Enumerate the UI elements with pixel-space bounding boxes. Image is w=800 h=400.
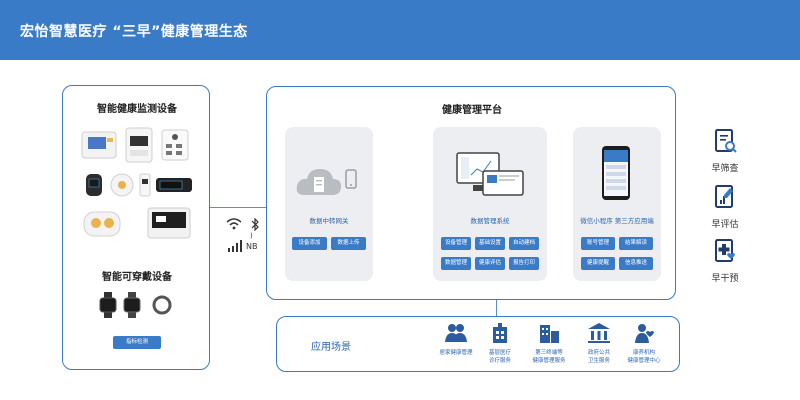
side-label-assessment: 早评估 bbox=[711, 220, 739, 230]
scene-third-label1: 第三终端等 bbox=[535, 350, 563, 356]
phone-icon bbox=[345, 169, 357, 189]
smartphone-app-icon bbox=[602, 146, 630, 200]
auto-archive-button[interactable]: 自动建档 bbox=[509, 237, 539, 250]
report-print-button[interactable]: 报告打印 bbox=[509, 257, 539, 270]
buildings-icon bbox=[540, 325, 559, 343]
bluetooth-icon bbox=[251, 218, 259, 231]
result-interpret-button[interactable]: 结果解读 bbox=[619, 237, 653, 250]
side-item-early-intervention: 早干预 bbox=[700, 238, 750, 284]
upload-data-button[interactable]: 数据上传 bbox=[331, 237, 366, 250]
signal-icon bbox=[228, 240, 242, 252]
mini-program-title: 微信小程序 第三方应用端 bbox=[580, 217, 654, 225]
scene-gov-label2: 卫生服务 bbox=[587, 358, 610, 364]
scene-government: 政府公共卫生服务 bbox=[564, 323, 634, 365]
cloud-server-icon bbox=[296, 169, 342, 195]
scene-gov-label1: 政府公共 bbox=[587, 350, 610, 356]
scene-home-label: 居家健康管理 bbox=[439, 350, 473, 356]
scenes-panel: 应用场景 居家健康管理 基层医疗诊疗服务 第三终端等健康管理服务 bbox=[276, 316, 680, 372]
assessment-doc-icon bbox=[715, 185, 733, 208]
scene-third-terminal: 第三终端等健康管理服务 bbox=[514, 323, 584, 365]
scene-clinic: 基层医疗诊疗服务 bbox=[465, 323, 535, 365]
scenes-title: 应用场景 bbox=[311, 342, 351, 353]
connector-devices-platform bbox=[210, 207, 266, 208]
scene-clinic-label2: 诊疗服务 bbox=[488, 358, 511, 364]
connectivity-icons: NB ) bbox=[226, 218, 264, 258]
scene-elderly-label2: 健康管理中心 bbox=[627, 358, 661, 364]
mini-program-card: 微信小程序 第三方应用端 账号管理 结果解读 健康提醒 信息推送 bbox=[573, 127, 661, 281]
detect-button[interactable]: 指标检测 bbox=[113, 336, 161, 349]
side-label-intervention: 早干预 bbox=[711, 274, 739, 284]
add-device-button[interactable]: 设备添加 bbox=[292, 237, 327, 250]
nb-label: NB bbox=[246, 242, 258, 251]
scene-elderly-care: 康养机构健康管理中心 bbox=[609, 323, 679, 365]
gateway-title: 数据中转网关 bbox=[309, 217, 349, 225]
intervention-doc-icon bbox=[715, 239, 735, 262]
nb-signal-icon: ) bbox=[250, 232, 253, 240]
wearable-devices-illustration bbox=[99, 292, 172, 318]
side-label-screening: 早筛查 bbox=[711, 164, 739, 174]
platform-panel: 健康管理平台 数据中转网关 设备添加 数据上传 数据管理系统 设备管理 bbox=[266, 86, 676, 300]
account-mgmt-button[interactable]: 账号管理 bbox=[581, 237, 615, 250]
connector-platform-scenes bbox=[496, 300, 497, 316]
screening-doc-icon bbox=[715, 129, 737, 153]
government-building-icon bbox=[588, 323, 610, 343]
wearable-devices-title: 智能可穿戴设备 bbox=[102, 272, 172, 283]
header-bar: 宏怡智慧医疗 “三早”健康管理生态 bbox=[0, 0, 800, 60]
system-title: 数据管理系统 bbox=[470, 217, 510, 225]
side-item-early-assessment: 早评估 bbox=[700, 184, 750, 230]
scene-home: 居家健康管理 bbox=[421, 323, 491, 357]
data-mgmt-button[interactable]: 数据管理 bbox=[441, 257, 471, 270]
health-assess-button[interactable]: 健康评估 bbox=[475, 257, 505, 270]
health-reminder-button[interactable]: 健康提醒 bbox=[581, 257, 615, 270]
scene-clinic-label1: 基层医疗 bbox=[488, 350, 511, 356]
basic-settings-button[interactable]: 基础设置 bbox=[475, 237, 505, 250]
page-title: 宏怡智慧医疗 “三早”健康管理生态 bbox=[20, 24, 248, 40]
monitor-devices-title: 智能健康监测设备 bbox=[97, 104, 177, 115]
people-icon bbox=[445, 324, 467, 342]
computer-screens-icon bbox=[456, 152, 524, 196]
gateway-card: 数据中转网关 设备添加 数据上传 bbox=[285, 127, 373, 281]
wifi-icon bbox=[226, 218, 242, 230]
info-push-button[interactable]: 信息推送 bbox=[619, 257, 653, 270]
system-card: 数据管理系统 设备管理 基础设置 自动建档 数据管理 健康评估 报告打印 bbox=[433, 127, 547, 281]
devices-panel: 智能健康监测设备 智能可穿戴设备 bbox=[62, 85, 210, 370]
scene-elderly-label1: 康养机构 bbox=[632, 350, 655, 356]
caregiver-icon bbox=[635, 324, 654, 343]
side-item-early-screening: 早筛查 bbox=[700, 128, 750, 174]
scene-third-label2: 健康管理服务 bbox=[532, 358, 566, 364]
device-mgmt-button[interactable]: 设备管理 bbox=[441, 237, 471, 250]
hospital-icon bbox=[493, 323, 507, 343]
monitor-devices-illustration bbox=[81, 127, 192, 239]
platform-title: 健康管理平台 bbox=[442, 105, 502, 116]
